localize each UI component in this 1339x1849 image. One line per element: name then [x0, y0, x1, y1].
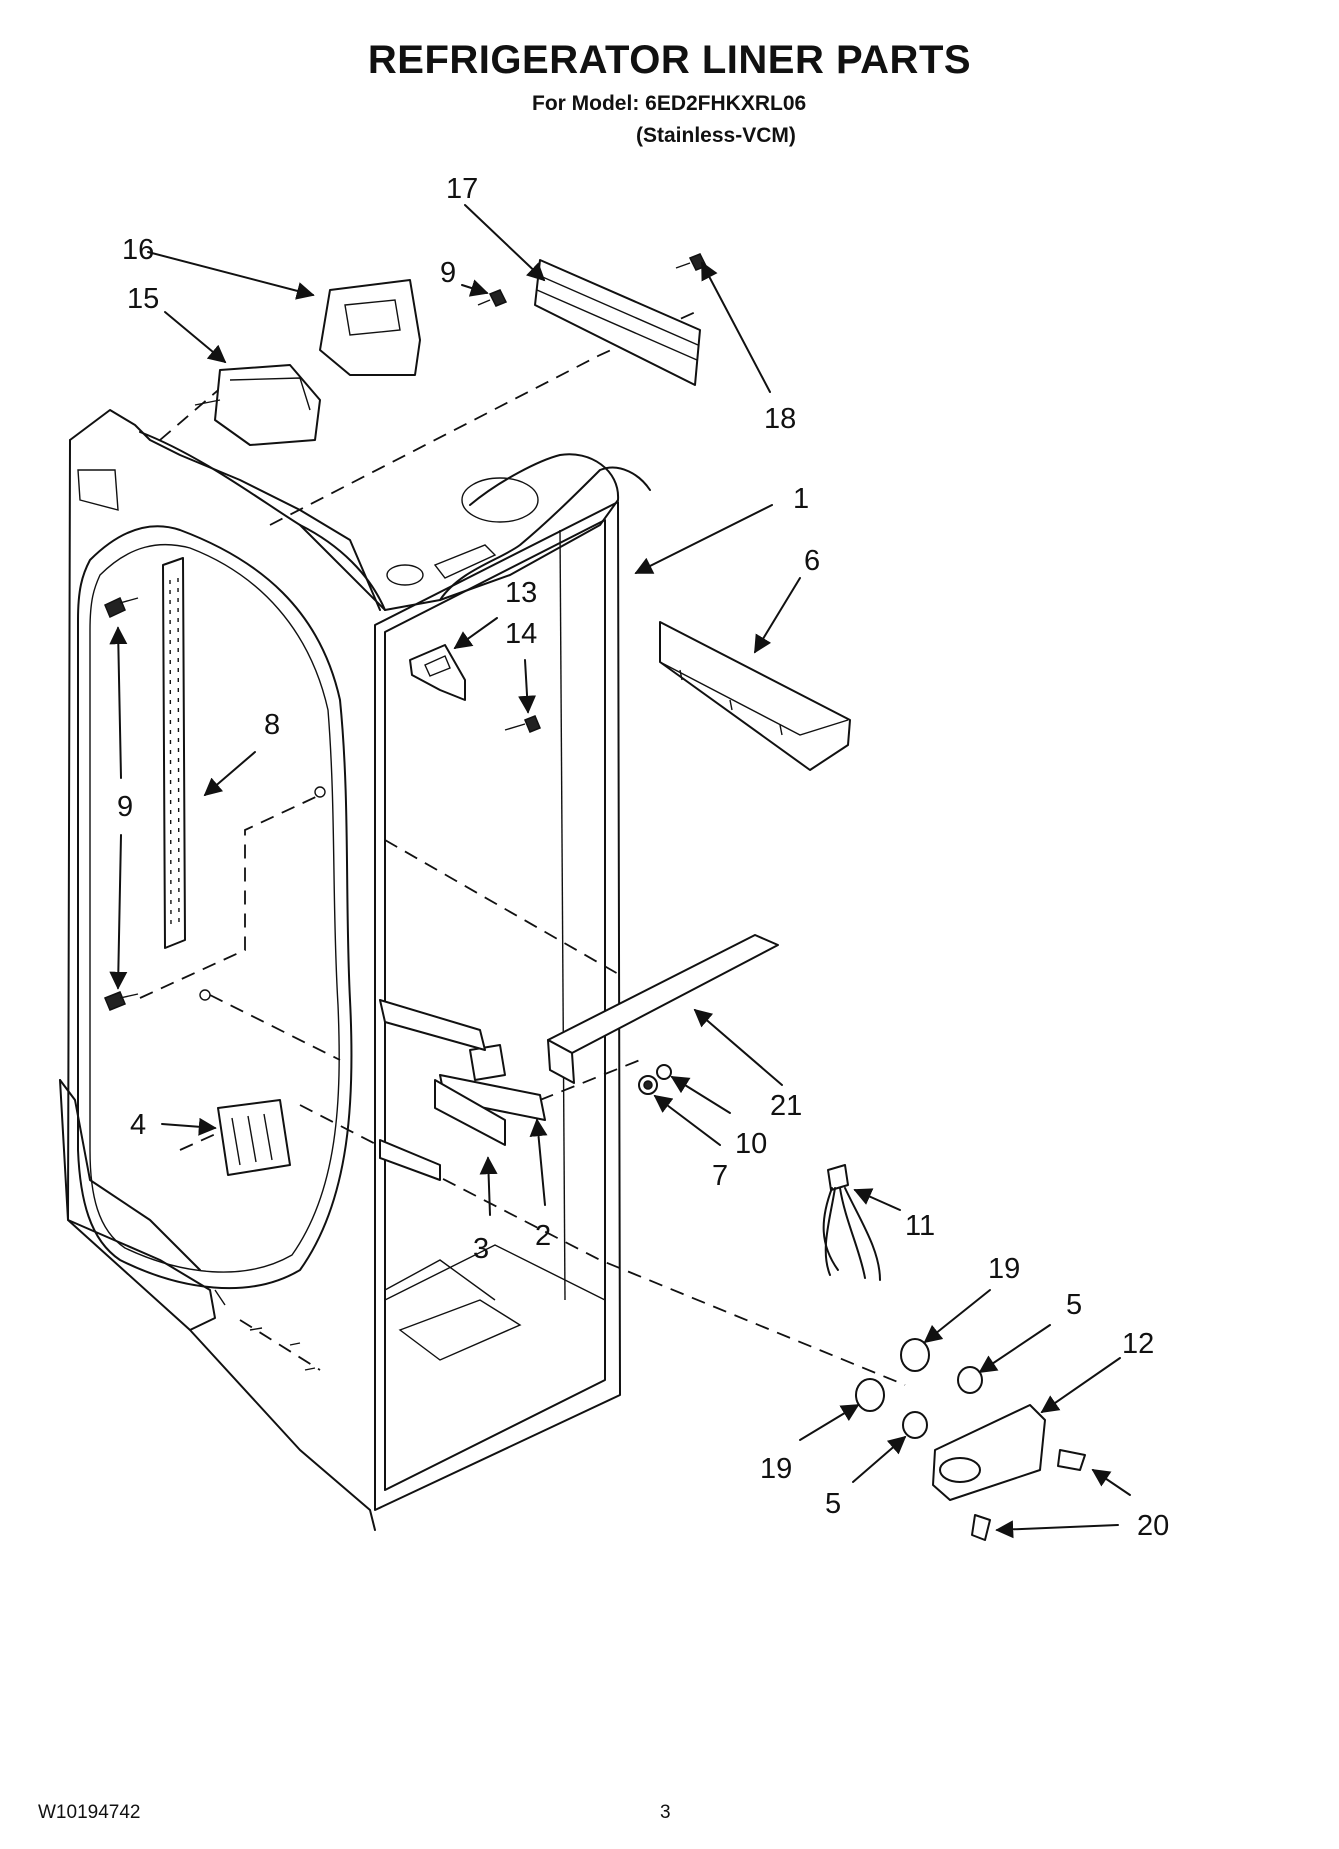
part-19-socket-upper	[900, 1338, 930, 1372]
part-15-housing	[194, 364, 321, 446]
part-5-bulb-lower	[902, 1411, 928, 1439]
part-6-duct	[659, 621, 851, 771]
callout-2: 2	[535, 1220, 551, 1252]
callout-1: 1	[793, 483, 809, 515]
page-number: 3	[660, 1802, 671, 1823]
callout-7: 7	[712, 1160, 728, 1192]
model-number: For Model: 6ED2FHKXRL06	[532, 92, 807, 115]
liner-body	[59, 409, 651, 1531]
callout-18: 18	[764, 403, 796, 435]
callout-6: 6	[804, 545, 820, 577]
callout-21: 21	[770, 1090, 802, 1122]
callout-5-upper: 5	[1066, 1289, 1082, 1321]
part-17-strip	[534, 259, 701, 386]
callout-10: 10	[735, 1128, 767, 1160]
callout-12: 12	[1122, 1328, 1154, 1360]
part-2-bracket	[439, 1044, 546, 1121]
callout-19-lower: 19	[760, 1453, 792, 1485]
callout-11: 11	[905, 1210, 935, 1242]
callout-14: 14	[505, 618, 537, 650]
page-title: REFRIGERATOR LINER PARTS	[367, 38, 972, 82]
callout-9-top: 9	[440, 257, 456, 289]
callout-16: 16	[122, 234, 154, 266]
shelf-rail	[162, 557, 186, 949]
callout-5-lower: 5	[825, 1488, 841, 1520]
part-10-bushing	[656, 1064, 672, 1080]
part-19-socket-lower	[855, 1378, 885, 1412]
callout-3: 3	[473, 1233, 489, 1265]
callout-17: 17	[446, 173, 478, 205]
part-16-bracket	[319, 279, 421, 376]
part-3-bracket	[379, 999, 506, 1181]
part-5-bulb-upper	[957, 1366, 983, 1394]
callout-20: 20	[1137, 1510, 1169, 1542]
part-11-harness	[822, 1164, 881, 1281]
callout-4: 4	[130, 1109, 146, 1141]
part-21-crossbar	[547, 934, 779, 1084]
part-18-screw	[675, 253, 708, 271]
document-number: W10194742	[38, 1802, 141, 1823]
part-13-bracket	[409, 644, 466, 701]
part-20-screw-upper	[1057, 1449, 1086, 1471]
callout-13: 13	[505, 577, 537, 609]
callout-19-upper: 19	[988, 1253, 1020, 1285]
screw-lower-left	[104, 991, 139, 1011]
callout-8: 8	[264, 709, 280, 741]
part-12-light-housing	[932, 1404, 1046, 1501]
screw-top	[477, 289, 508, 307]
part-20-screw-lower	[971, 1514, 991, 1541]
screw-upper-left	[104, 596, 139, 619]
callout-15: 15	[127, 283, 159, 315]
callout-labels: 17 16 9 15 18 1 13 6 14 8 9 21 4 10 7 11…	[117, 173, 1169, 1542]
leader-arrows	[109, 204, 1131, 1539]
callout-9-left: 9	[117, 791, 133, 823]
part-14-screw	[504, 715, 541, 733]
finish-code: (Stainless-VCM)	[636, 124, 796, 147]
part-4-bracket	[217, 1099, 291, 1176]
part-7-bushing	[638, 1075, 658, 1095]
